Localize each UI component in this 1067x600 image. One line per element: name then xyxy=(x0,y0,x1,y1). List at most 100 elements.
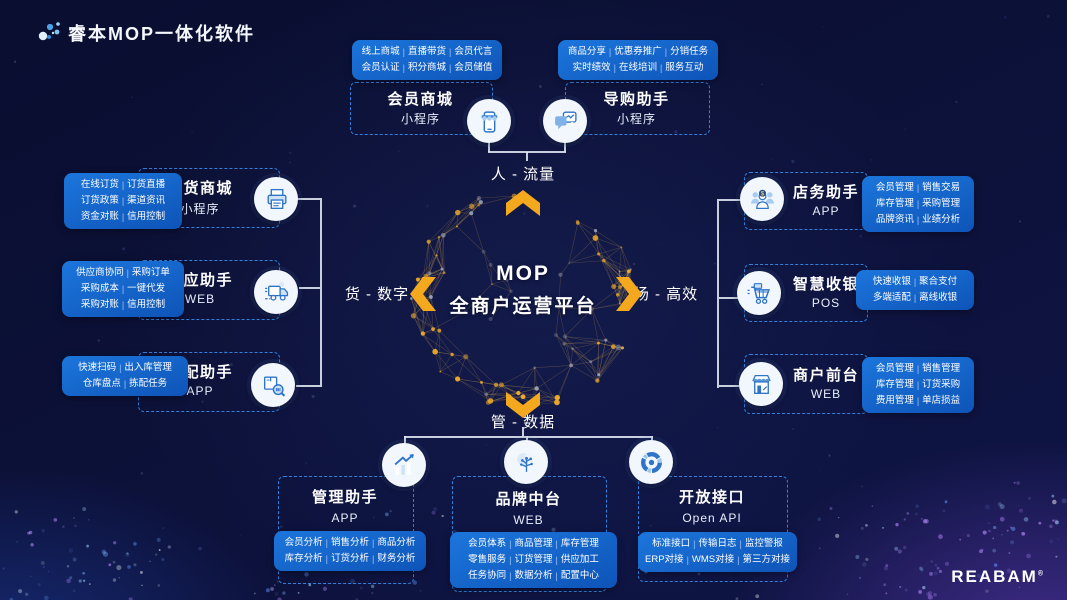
tag-separator: | xyxy=(402,47,405,57)
tag-item: 任务协同 xyxy=(468,570,507,581)
tag-separator: | xyxy=(608,47,612,57)
picking-assistant-subtitle: APP xyxy=(186,384,214,398)
tag-separator: | xyxy=(916,199,920,209)
tag-row: 库存分析|订货分析|财务分析 xyxy=(279,551,421,567)
tag-row: ERP对接|WMS对接|第三方对接 xyxy=(643,552,792,568)
tag-item: 服务互动 xyxy=(665,62,704,73)
direction-label-left: 货 - 数字 xyxy=(344,286,410,303)
tag-separator: | xyxy=(121,300,125,310)
staff-coin-icon: $ xyxy=(740,177,784,221)
connector-line xyxy=(522,427,524,437)
tag-row: 会员认证|积分商城|会员储值 xyxy=(357,60,497,76)
tag-separator: | xyxy=(121,196,125,206)
store-assistant-title: 店务助手 xyxy=(792,184,859,201)
tag-item: 实时绩效 xyxy=(572,62,611,73)
arrow-left-icon xyxy=(410,277,436,311)
tag-item: 采购管理 xyxy=(922,198,961,209)
member-mall-title: 会员商城 xyxy=(387,91,454,108)
tag-row: 在线订货|订货直播 xyxy=(69,177,177,193)
tag-separator: | xyxy=(739,539,742,549)
management-assistant-tags: 会员分析|销售分析|商品分析库存分析|订货分析|财务分析 xyxy=(274,531,426,571)
tag-separator: | xyxy=(555,539,558,549)
connector-line xyxy=(526,152,528,161)
tag-item: 仓库盘点 xyxy=(82,378,121,389)
tag-row: 库存管理|采购管理 xyxy=(867,196,969,212)
tag-row: 会员分析|销售分析|商品分析 xyxy=(279,535,421,551)
management-assistant-subtitle: APP xyxy=(331,511,359,525)
tag-item: 库存管理 xyxy=(875,379,914,390)
tag-item: 聚合支付 xyxy=(919,276,958,287)
tag-item: 快速收银 xyxy=(872,276,911,287)
connector-line xyxy=(719,385,741,387)
tag-item: 费用管理 xyxy=(875,395,914,406)
tag-row: 多端适配|离线收银 xyxy=(861,290,969,306)
tag-item: 配置中心 xyxy=(560,570,599,581)
tag-separator: | xyxy=(913,293,917,303)
order-printer-icon xyxy=(254,177,298,221)
tag-item: 积分商城 xyxy=(407,62,446,73)
arrow-right-icon xyxy=(616,277,642,311)
tag-item: 供应加工 xyxy=(560,554,599,565)
tag-item: 商品分享 xyxy=(567,46,606,57)
tag-item: 出入库管理 xyxy=(124,362,172,373)
tag-item: 销售管理 xyxy=(922,363,961,374)
open-api-subtitle: Open API xyxy=(682,511,742,525)
tag-item: 零售服务 xyxy=(468,554,507,565)
connector-line xyxy=(719,199,742,201)
storefront-icon xyxy=(739,362,783,406)
tag-item: 库存分析 xyxy=(284,553,323,564)
tag-row: 费用管理|单店损益 xyxy=(867,393,969,409)
tag-item: 库存管理 xyxy=(560,538,599,549)
tag-row: 快速扫码|出入库管理 xyxy=(67,360,183,376)
order-mall-subtitle: 小程序 xyxy=(180,202,220,216)
tag-row: 商品分享|优惠券推广|分销任务 xyxy=(563,44,713,60)
tag-item: 优惠券推广 xyxy=(614,46,662,57)
tag-item: 业绩分析 xyxy=(922,214,961,225)
tag-item: 订货政策 xyxy=(80,195,119,206)
tag-item: 会员储值 xyxy=(454,62,493,73)
tag-item: 多端适配 xyxy=(872,292,911,303)
mobile-storefront-icon xyxy=(467,99,511,143)
tag-item: WMS对接 xyxy=(691,554,735,565)
tag-item: 订货直播 xyxy=(127,179,166,190)
tag-item: 商品管理 xyxy=(514,538,553,549)
connector-line xyxy=(404,436,653,438)
order-mall-title: 订货商城 xyxy=(166,180,233,197)
tag-item: 会员管理 xyxy=(875,363,914,374)
tag-separator: | xyxy=(509,539,512,549)
direction-label-bottom: 管 - 数据 xyxy=(490,414,556,431)
connector-line xyxy=(297,198,320,200)
connector-line xyxy=(488,141,490,152)
tag-item: 数据分析 xyxy=(514,570,553,581)
tag-separator: | xyxy=(119,363,122,373)
tag-row: 仓库盘点|拣配任务 xyxy=(67,376,183,392)
tag-row: 订货政策|渠道资讯 xyxy=(69,193,177,209)
tag-item: 第三方对接 xyxy=(742,554,790,565)
growth-chart-icon xyxy=(382,443,426,487)
supply-assistant-subtitle: WEB xyxy=(184,292,216,306)
tag-separator: | xyxy=(916,396,920,406)
segmented-ring-icon xyxy=(629,440,673,484)
tag-item: 会员体系 xyxy=(468,538,507,549)
tag-row: 标准接口|传输日志|监控警报 xyxy=(643,536,792,552)
tag-separator: | xyxy=(449,63,452,73)
brand-dots-icon xyxy=(38,22,60,41)
smart-cashier-title: 智慧收银 xyxy=(792,276,859,293)
supply-assistant-tags: 供应商协同|采购订单采购成本|一键代发采购对账|信用控制 xyxy=(62,261,184,317)
tag-item: 离线收银 xyxy=(919,292,958,303)
tag-separator: | xyxy=(372,554,375,564)
open-api-box xyxy=(638,476,788,582)
tag-item: 采购订单 xyxy=(131,267,170,278)
page-title: 睿本MOP一体化软件 xyxy=(68,24,256,44)
management-assistant-title: 管理助手 xyxy=(311,489,378,506)
tag-item: 会员认证 xyxy=(361,62,400,73)
tag-separator: | xyxy=(121,284,125,294)
tag-separator: | xyxy=(664,47,668,57)
picking-assistant-tags: 快速扫码|出入库管理仓库盘点|拣配任务 xyxy=(62,356,188,396)
tag-item: 分销任务 xyxy=(670,46,709,57)
tag-item: 直播带货 xyxy=(407,46,446,57)
tag-item: 会员分析 xyxy=(284,537,323,548)
connector-line xyxy=(719,297,738,299)
center-platform-subtitle: 全商户运营平台 xyxy=(449,296,597,317)
tag-row: 会员管理|销售交易 xyxy=(867,180,969,196)
